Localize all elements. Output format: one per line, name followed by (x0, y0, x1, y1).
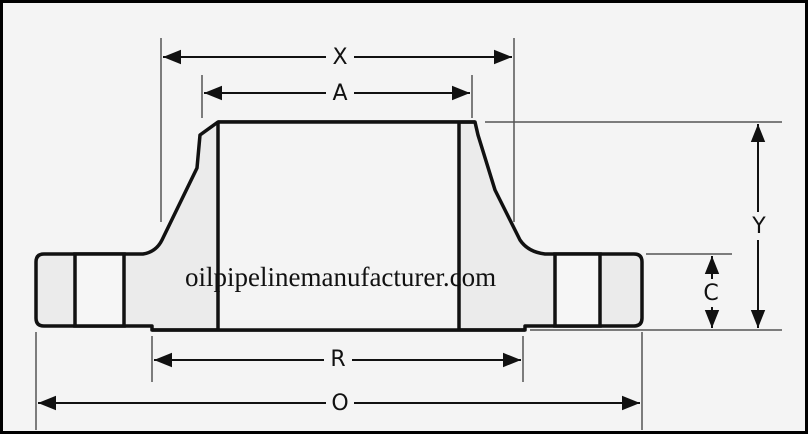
dim-o-label: O (331, 391, 348, 416)
dim-c-label: C (703, 281, 718, 306)
extension-lines (35, 38, 782, 430)
dim-r-label: R (330, 347, 345, 372)
dim-y-label: Y (751, 214, 766, 239)
dim-x-label: X (332, 45, 347, 70)
watermark-text: oilpipelinemanufacturer.com (185, 262, 496, 292)
bolt-hole-right (553, 252, 602, 328)
dim-a-label: A (332, 81, 347, 106)
bolt-hole-left (73, 252, 126, 328)
bore (218, 122, 459, 330)
